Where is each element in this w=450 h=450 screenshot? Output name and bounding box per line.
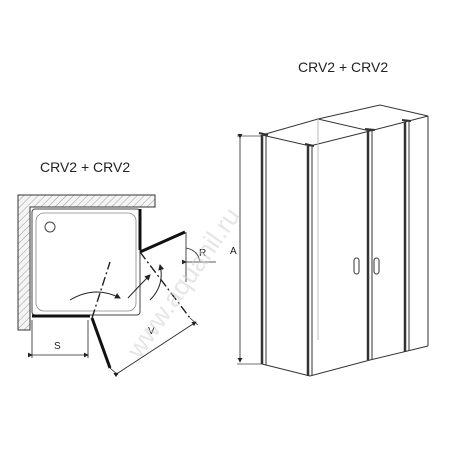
door-handle-front [353,257,360,275]
dimension-r: R [182,232,216,282]
swing-path-side [139,251,191,319]
dimension-s: S [28,320,89,358]
shower-tray [31,208,141,316]
swing-arc-side-2 [127,274,151,299]
plan-view-title: CRV2 + CRV2 [40,159,130,175]
dimension-v: V [109,317,199,378]
dimension-a: A [230,134,262,365]
drain-icon [44,221,56,233]
dimension-a-label: A [230,246,237,257]
swing-arc-side [149,264,165,301]
elevation-view: CRV2 + CRV2 A [230,59,429,377]
plan-view: CRV2 + CRV2 S [17,159,216,378]
shower-enclosure [258,104,429,377]
dimension-r-label: R [199,248,206,259]
swing-path-front [91,261,111,319]
side-door-open [139,230,186,254]
dimension-s-label: S [54,341,61,352]
door-handle-side [373,257,380,275]
wall-hatch [17,194,156,331]
swing-arc-front [69,291,121,301]
dimension-v-label: V [148,326,155,337]
elevation-view-title: CRV2 + CRV2 [298,59,388,75]
front-door-open [90,317,112,369]
